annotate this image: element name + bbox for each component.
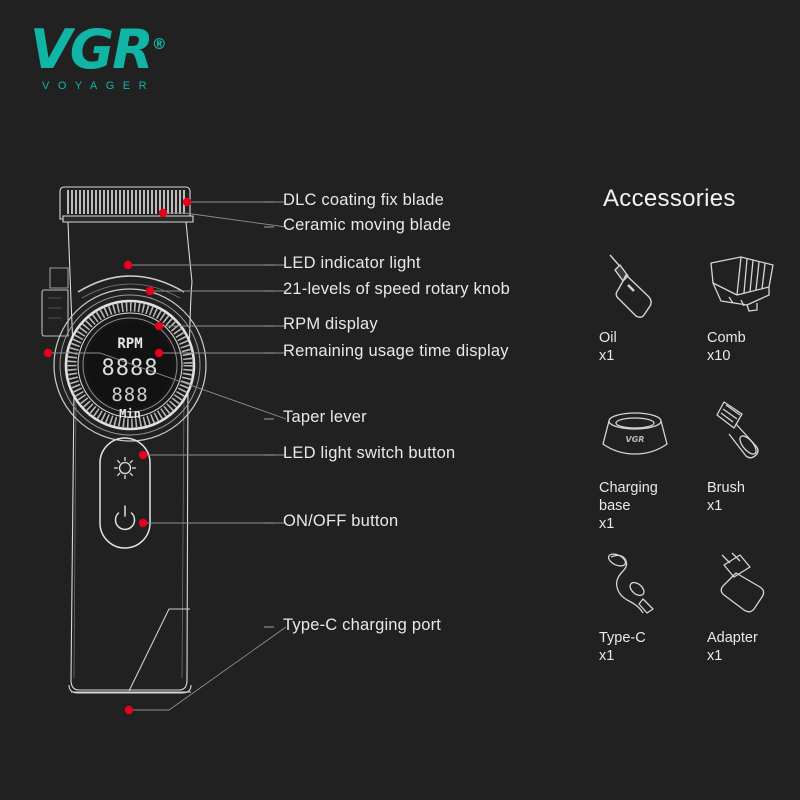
svg-text:VGR: VGR [626,435,645,444]
callout-label-rpm-display: RPM display [283,315,378,333]
accessories-grid: Oil x1 Comb x10 VGR Charging base x1 Brush x1… [585,243,795,693]
accessory-item: Comb x10 [693,243,793,393]
callout-label-taper-lever: Taper lever [283,408,367,426]
brand-logo: VGR® VOYAGER [30,18,250,93]
sun-icon[interactable] [114,457,136,479]
button-panel [99,437,151,549]
brush-icon [693,393,793,475]
clipper-illustration: RPM 8888 888 Min [38,180,228,725]
accessory-item: Type-C x1 [585,543,685,693]
accessory-item: Brush x1 [693,393,793,543]
brand-wordmark-text: VGR [30,18,154,81]
callout-label-remaining-usage-time-display: Remaining usage time display [283,342,509,360]
accessory-name: Oil [599,330,617,346]
accessory-name: Adapter [707,630,758,646]
registered-trademark-icon: ® [151,35,167,53]
brand-wordmark: VGR® [30,18,250,77]
callout-label-speed-rotary-knob: 21-levels of speed rotary knob [283,280,511,298]
callout-label-on-off-button: ON/OFF button [283,512,399,530]
accessory-item: Oil x1 [585,243,685,393]
accessory-item: VGR Charging base x1 [585,393,685,543]
accessory-item: Adapter x1 [693,543,793,693]
accessory-quantity: x1 [599,516,615,532]
accessory-name: Type-C [599,630,646,646]
accessories-title: Accessories [603,185,736,212]
accessory-name: Brush [707,480,745,496]
accessory-quantity: x1 [707,648,723,664]
remaining-time-value: 888 [111,384,148,406]
accessory-quantity: x1 [599,348,615,364]
charging-base-icon: VGR [585,393,685,475]
rpm-label: RPM [117,336,142,352]
accessory-quantity: x10 [707,348,731,364]
callout-label-led-light-switch-button: LED light switch button [283,444,456,462]
callout-label-led-indicator-light: LED indicator light [283,254,421,272]
callout-label-ceramic-moving-blade: Ceramic moving blade [283,216,452,234]
callout-label-type-c-charging-port: Type-C charging port [283,616,442,634]
accessory-quantity: x1 [707,498,723,514]
clipper-drawing: RPM 8888 888 Min [41,186,207,694]
comb-guard-icon [693,243,793,325]
power-adapter-icon [693,543,793,625]
usb-cable-icon [585,543,685,625]
rpm-value: 8888 [102,356,159,381]
brand-tagline: VOYAGER [42,80,156,92]
oil-bottle-icon [585,243,685,325]
accessory-name: Charging base [599,480,658,514]
accessories-panel: Accessories Oil x1 Comb x10 VGR Charging ba… [585,185,795,693]
charging-port-facet [128,608,190,692]
time-unit-label: Min [119,407,141,421]
callout-label-dlc-coating-fix-blade: DLC coating fix blade [283,191,445,209]
accessory-quantity: x1 [599,648,615,664]
power-icon[interactable] [114,505,136,531]
accessory-name: Comb [707,330,746,346]
